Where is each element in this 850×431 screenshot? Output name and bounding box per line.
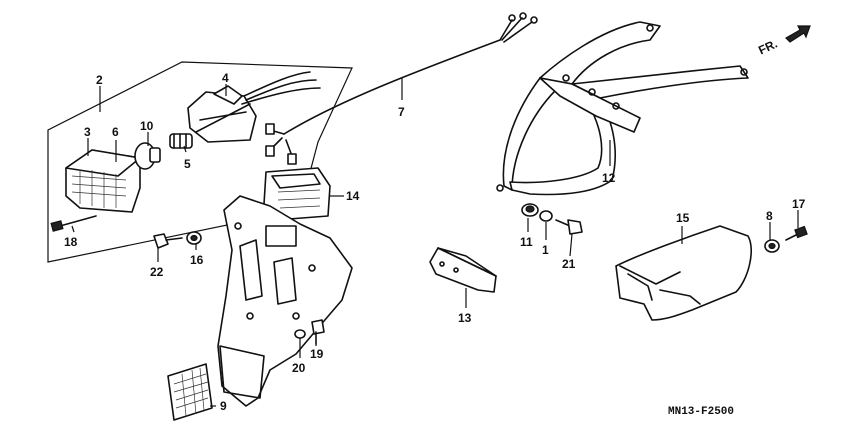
cover-13[interactable] <box>429 247 497 293</box>
assembly-group-box <box>47 61 353 263</box>
diagram-code: MN13-F2500 <box>668 406 734 418</box>
callout-11: 11 <box>520 235 533 249</box>
leader-21 <box>569 233 573 257</box>
callout-8: 8 <box>766 209 773 223</box>
reflector[interactable] <box>167 363 213 421</box>
callout-13: 13 <box>458 311 472 325</box>
license-lamp[interactable] <box>263 167 331 221</box>
leader-18 <box>71 225 75 233</box>
taillight-housing[interactable] <box>187 71 321 143</box>
callout-15: 15 <box>676 211 690 225</box>
bulb-socket[interactable] <box>169 133 193 149</box>
bolt-19[interactable] <box>311 319 325 345</box>
callout-1: 1 <box>542 243 549 257</box>
taillight-lens[interactable] <box>65 149 141 213</box>
callout-18: 18 <box>64 235 78 249</box>
callout-2: 2 <box>96 73 103 87</box>
callout-5: 5 <box>184 157 191 171</box>
rear-frame-bracket[interactable] <box>496 21 749 196</box>
front-arrow-icon <box>785 25 811 43</box>
callout-14: 14 <box>346 189 360 203</box>
callout-20: 20 <box>292 361 306 375</box>
callout-17: 17 <box>792 197 806 211</box>
rear-cover[interactable] <box>615 225 752 321</box>
screw-17[interactable] <box>785 225 808 241</box>
collar-16[interactable] <box>186 231 202 245</box>
leader-5 <box>183 145 187 153</box>
callout-6: 6 <box>112 125 119 139</box>
callout-21: 21 <box>562 257 576 271</box>
collar-8[interactable] <box>764 239 780 253</box>
callout-22: 22 <box>150 265 164 279</box>
grommet-11[interactable] <box>521 203 539 217</box>
callout-19: 19 <box>310 347 324 361</box>
bulb[interactable] <box>134 142 161 170</box>
nut-20[interactable] <box>294 329 306 339</box>
direction-label: FR. <box>756 37 779 58</box>
callout-4: 4 <box>222 71 229 85</box>
callout-9: 9 <box>220 399 227 413</box>
bolt-22[interactable] <box>153 233 183 249</box>
callout-12: 12 <box>602 171 616 185</box>
collar-1[interactable] <box>539 210 553 222</box>
callout-3: 3 <box>84 125 91 139</box>
callout-10: 10 <box>140 119 154 133</box>
bolt-21[interactable] <box>555 219 583 235</box>
callout-7: 7 <box>398 105 405 119</box>
callout-16: 16 <box>190 253 204 267</box>
screw-18[interactable] <box>50 215 97 232</box>
license-bracket[interactable] <box>217 195 353 407</box>
wire-harness[interactable] <box>265 12 538 165</box>
